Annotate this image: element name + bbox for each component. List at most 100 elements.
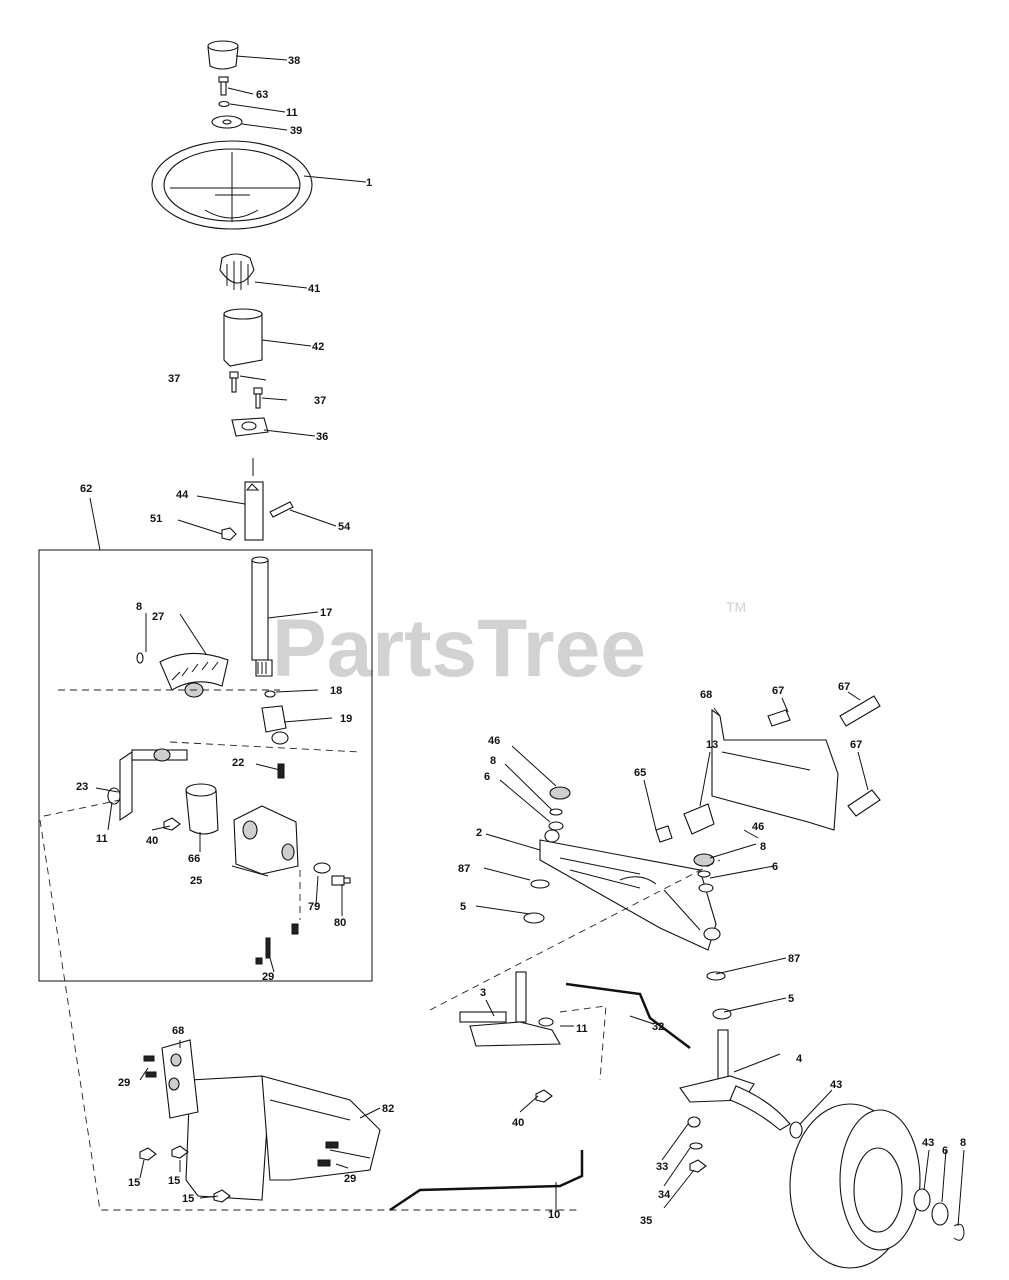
tie-rod-32 xyxy=(565,982,691,1049)
callout-40-axle: 40 xyxy=(512,1117,524,1129)
callout-13: 13 xyxy=(706,739,718,751)
watermark-trademark: TM xyxy=(726,599,746,615)
callout-15-c: 15 xyxy=(182,1193,194,1205)
axle-support-68-right xyxy=(711,708,839,831)
callout-37-right: 37 xyxy=(314,395,326,407)
callout-67-b: 67 xyxy=(838,681,850,693)
callout-29-right: 29 xyxy=(344,1173,356,1185)
callout-87-a: 87 xyxy=(458,863,470,875)
callout-35: 35 xyxy=(640,1215,652,1227)
bushing-66 xyxy=(185,783,219,835)
callout-18: 18 xyxy=(330,685,342,697)
callout-6-c: 6 xyxy=(942,1145,948,1157)
callout-33: 33 xyxy=(656,1161,668,1173)
callout-23: 23 xyxy=(76,781,88,793)
bolts-67 xyxy=(767,695,881,817)
spindle-3 xyxy=(459,971,561,1047)
callout-68-right: 68 xyxy=(700,689,712,701)
steering-shaft-44 xyxy=(244,481,264,541)
callout-22: 22 xyxy=(232,757,244,769)
callout-40-gear: 40 xyxy=(146,835,158,847)
callout-46-b: 46 xyxy=(752,821,764,833)
bolt-80 xyxy=(331,875,351,886)
washer-11-axle xyxy=(538,1017,554,1027)
callout-8-d: 8 xyxy=(960,1137,966,1149)
callout-2: 2 xyxy=(476,827,482,839)
spindle-4 xyxy=(679,1029,791,1131)
callout-43-b: 43 xyxy=(922,1137,934,1149)
callout-11-gear: 11 xyxy=(96,833,108,845)
drag-link-10 xyxy=(389,1150,584,1212)
callout-68-left: 68 xyxy=(172,1025,184,1037)
callout-41: 41 xyxy=(308,283,320,295)
callout-5-a: 5 xyxy=(460,901,466,913)
callout-54: 54 xyxy=(338,521,351,533)
callout-38: 38 xyxy=(288,55,300,67)
steering-adapter-41 xyxy=(219,253,255,290)
assembly-dashed-lines xyxy=(39,689,580,1211)
nut-40-gear xyxy=(163,817,181,831)
callout-25: 25 xyxy=(190,875,202,887)
callout-46-a: 46 xyxy=(488,735,500,747)
washer-18 xyxy=(264,690,276,698)
callout-15-a: 15 xyxy=(128,1177,140,1189)
watermark: PartsTree xyxy=(272,603,646,694)
callout-1: 1 xyxy=(366,177,372,189)
callout-62: 62 xyxy=(80,483,92,495)
sector-gear-27 xyxy=(159,652,229,698)
callout-63: 63 xyxy=(256,89,268,101)
bolt-63 xyxy=(218,76,229,96)
bolt-37-left xyxy=(229,371,239,393)
setscrew-22 xyxy=(277,763,285,779)
callout-36: 36 xyxy=(316,431,328,443)
front-wheel xyxy=(789,1103,921,1269)
callout-19: 19 xyxy=(340,713,352,725)
callout-39: 39 xyxy=(290,125,302,137)
washer-11 xyxy=(218,100,230,108)
callout-4: 4 xyxy=(796,1053,803,1065)
callout-10: 10 xyxy=(548,1209,560,1221)
axle-dashed-lines xyxy=(429,859,721,1081)
callout-51: 51 xyxy=(150,513,162,525)
bolt-37-right xyxy=(253,387,263,409)
spacer-13 xyxy=(683,803,715,835)
callout-80: 80 xyxy=(334,917,346,929)
callout-42: 42 xyxy=(312,341,324,353)
callout-15-b: 15 xyxy=(168,1175,180,1187)
callout-8-b: 8 xyxy=(490,755,496,767)
steering-block-19 xyxy=(261,705,289,745)
axle-beam-2 xyxy=(539,829,721,951)
callout-66: 66 xyxy=(188,853,200,865)
steering-cap-38 xyxy=(207,40,239,70)
steering-gear-group-box xyxy=(38,549,373,982)
callout-8-gear: 8 xyxy=(136,601,142,613)
callout-32: 32 xyxy=(652,1021,664,1033)
washer-39 xyxy=(211,115,243,129)
callout-17: 17 xyxy=(320,607,332,619)
sector-shaft-23 xyxy=(119,748,188,822)
callout-82: 82 xyxy=(382,1103,394,1115)
callout-67-a: 67 xyxy=(772,685,784,697)
column-bracket-36 xyxy=(231,417,269,437)
frame-bracket-82 xyxy=(185,1075,381,1201)
callout-44: 44 xyxy=(176,489,189,501)
callout-11: 11 xyxy=(286,107,298,119)
bolt-54 xyxy=(269,501,294,518)
callout-37-left: 37 xyxy=(168,373,180,385)
steering-shaft-17 xyxy=(251,556,273,677)
callout-6-a: 6 xyxy=(484,771,490,783)
wheel-hardware xyxy=(913,1188,965,1241)
callout-5-b: 5 xyxy=(788,993,794,1005)
pin-65 xyxy=(655,825,673,843)
callout-3: 3 xyxy=(480,987,486,999)
spindle-hardware-33-34-35 xyxy=(687,1116,707,1173)
callout-29-gear: 29 xyxy=(262,971,274,983)
callout-6-b: 6 xyxy=(772,861,778,873)
hex-nut-51 xyxy=(221,527,237,541)
bracket-68-left xyxy=(161,1039,199,1119)
callout-11-axle: 11 xyxy=(576,1023,588,1035)
nut-40-axle xyxy=(535,1089,553,1103)
callout-29-left: 29 xyxy=(118,1077,130,1089)
steering-column-tube-42 xyxy=(223,308,263,367)
